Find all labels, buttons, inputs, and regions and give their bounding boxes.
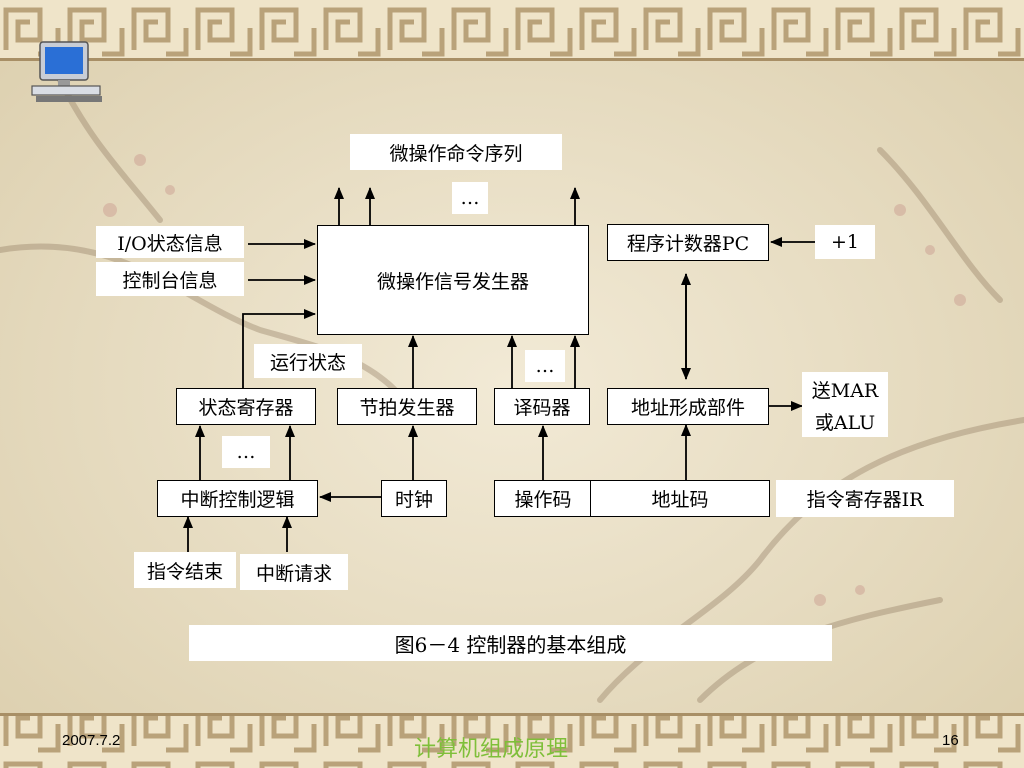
computer-icon (31, 41, 102, 102)
interrupt-request-label: 中断请求 (240, 554, 348, 590)
status-register-box: 状态寄存器 (176, 388, 316, 425)
to-mar-label: 送MAR (802, 372, 888, 406)
footer-course-title: 计算机组成原理 (414, 737, 569, 762)
decoder-box: 译码器 (494, 388, 590, 425)
plus-one-label: +1 (815, 225, 875, 259)
footer-date: 2007.7.2 (62, 732, 121, 749)
decoder-dots: … (525, 350, 565, 382)
address-code-box: 地址码 (590, 480, 770, 517)
or-alu-label: 或ALU (802, 405, 888, 437)
address-unit-box: 地址形成部件 (607, 388, 769, 425)
instruction-end-label: 指令结束 (134, 552, 236, 588)
interrupt-dots: … (222, 436, 270, 468)
footer-page-number: 16 (942, 732, 959, 749)
clock-box: 时钟 (381, 480, 447, 517)
timing-generator-box: 节拍发生器 (337, 388, 477, 425)
io-status-label: I/O状态信息 (96, 226, 244, 258)
console-info-label: 控制台信息 (96, 262, 244, 296)
instruction-register-label: 指令寄存器IR (776, 480, 954, 517)
figure-caption: 图6－4 控制器的基本组成 (189, 625, 832, 661)
interrupt-logic-box: 中断控制逻辑 (157, 480, 318, 517)
opcode-box: 操作码 (494, 480, 592, 517)
program-counter-box: 程序计数器PC (607, 224, 769, 261)
micro-op-generator-box: 微操作信号发生器 (317, 225, 589, 335)
run-state-label: 运行状态 (254, 344, 362, 378)
output-label: 微操作命令序列 (350, 134, 562, 170)
output-dots: … (452, 182, 488, 214)
